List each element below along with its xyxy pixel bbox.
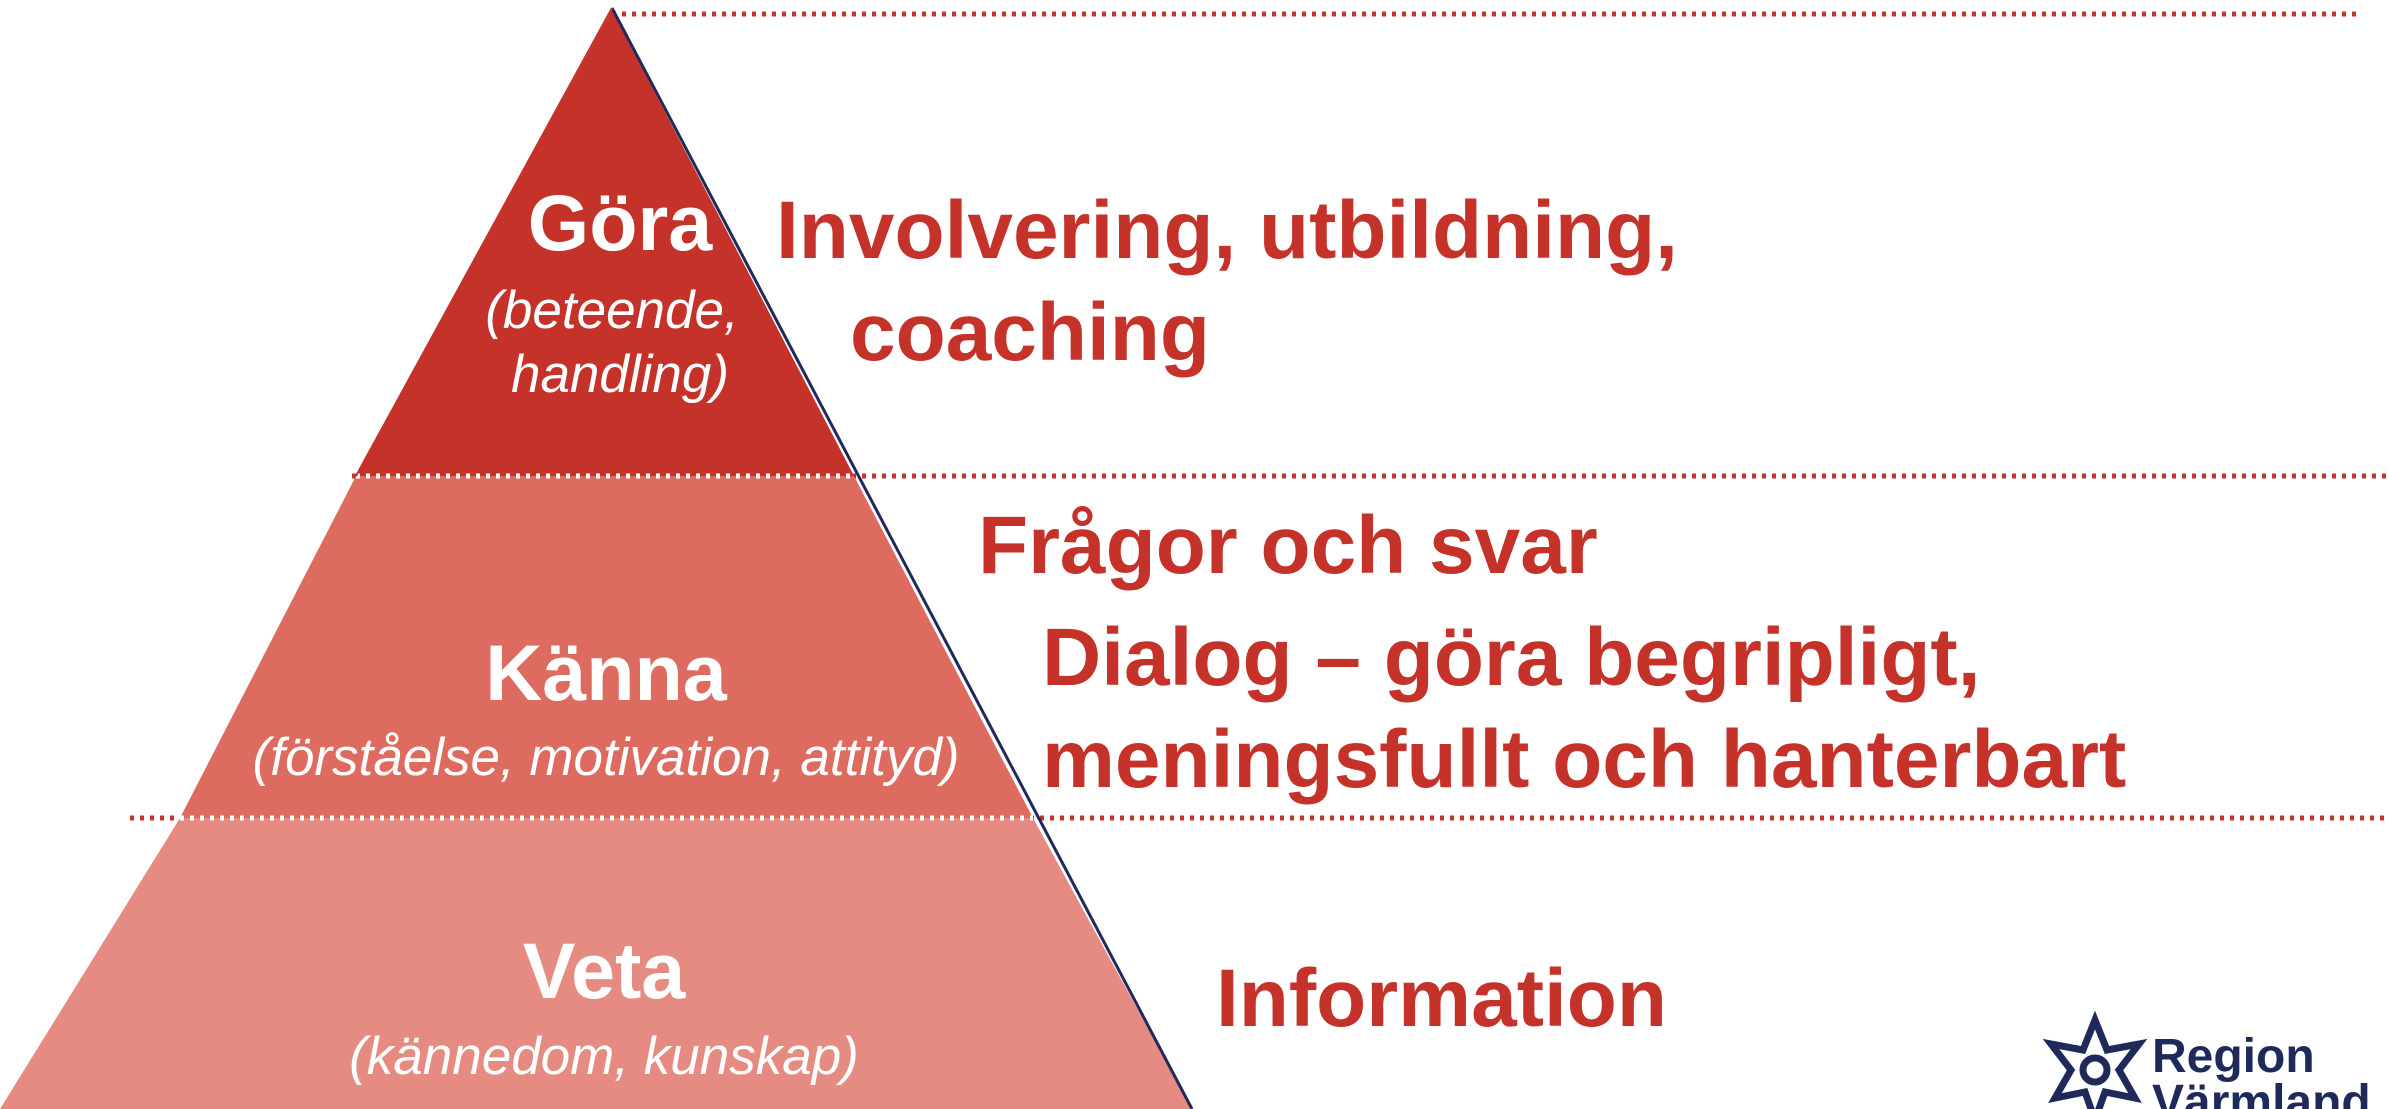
logo-text-varmland: Värmland — [2152, 1076, 2371, 1109]
rhs-middle-line2: Dialog – göra begripligt, — [1042, 612, 1981, 703]
tier-middle-title: Känna — [485, 628, 728, 717]
rhs-top-line2: coaching — [850, 287, 1210, 378]
tier-top-title: Göra — [528, 178, 713, 267]
pyramid-tier-top — [356, 10, 854, 476]
rhs-top-line1: Involvering, utbildning, — [776, 185, 1678, 276]
tier-bottom-title: Veta — [523, 926, 687, 1015]
rhs-middle-line3: meningsfullt och hanterbart — [1042, 714, 2126, 805]
logo: Region Värmland — [2042, 1010, 2371, 1109]
rhs-middle-line1: Frågor och svar — [978, 500, 1598, 591]
flower-star-icon — [2042, 1010, 2148, 1109]
rhs-bottom-line1: Information — [1216, 953, 1667, 1044]
pyramid-tier-bottom — [0, 818, 1192, 1109]
tier-bottom-subtitle: (kännedom, kunskap) — [349, 1027, 859, 1086]
pyramid-outline-right — [610, 7, 1194, 1109]
tier-top-subtitle-line2: handling) — [511, 345, 729, 404]
logo-text-region: Region — [2152, 1030, 2315, 1083]
tier-top-subtitle-line1: (beteende, — [485, 281, 738, 340]
pyramid-outline-left — [355, 7, 613, 477]
tier-middle-subtitle: (förståelse, motivation, attityd) — [253, 728, 960, 787]
pyramid-tier-middle — [180, 476, 1033, 818]
